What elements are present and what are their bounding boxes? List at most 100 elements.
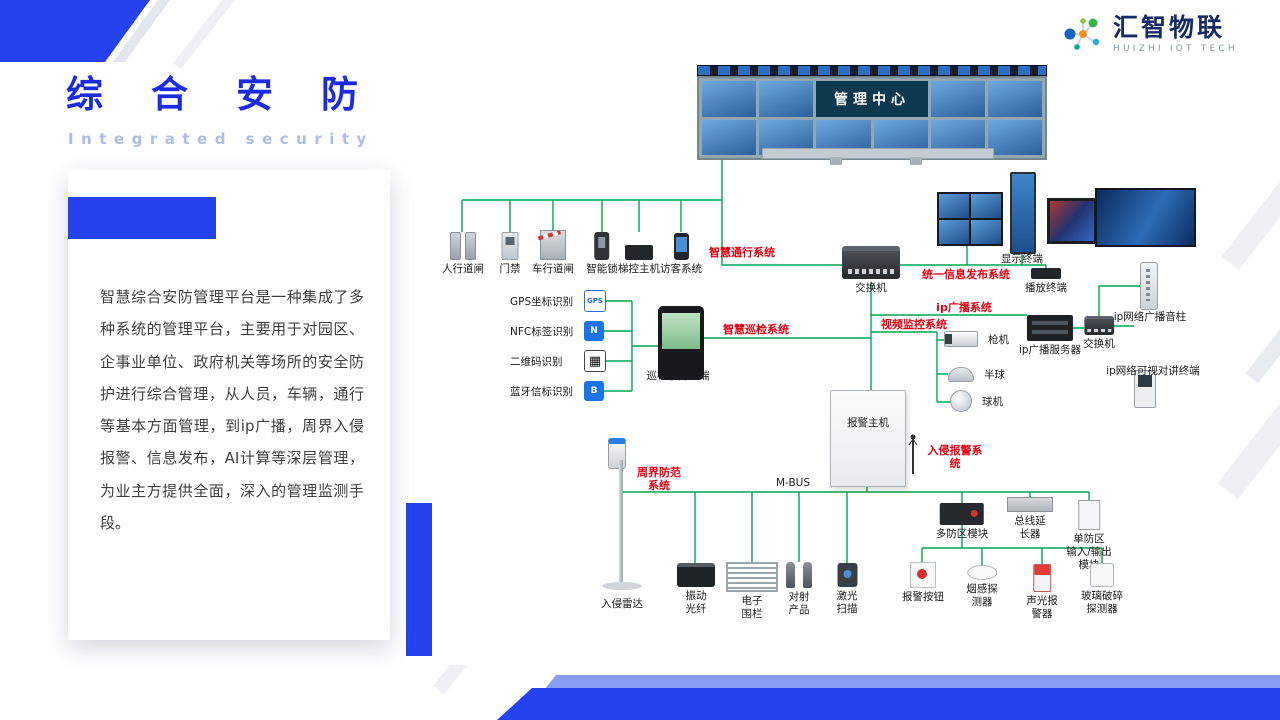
page-title: 综合安防 xyxy=(66,73,406,116)
videowall-leg xyxy=(830,157,842,165)
logo: 汇智物联 HUIZHI IOT TECH xyxy=(1062,13,1238,55)
logo-text: 汇智物联 HUIZHI IOT TECH xyxy=(1113,14,1238,55)
device-sounder: 声光报 警器 xyxy=(1026,564,1058,621)
smoke-detector-icon xyxy=(967,565,997,580)
device-pedestrian-gate: 人行道闸 xyxy=(442,230,484,276)
device-single-zone-module: 单防区 输入/输出 模块 xyxy=(1066,500,1112,572)
device-label: 二维码识别 xyxy=(510,355,563,368)
device-label: 多防区模块 xyxy=(935,528,989,540)
device-elevator-host: 梯控主机 xyxy=(618,230,660,276)
laser-scanner-icon xyxy=(837,563,857,587)
intro-card: 智慧综合安防管理平台是一种集成了多种系统的管理平台，主要用于对园区、企事业单位、… xyxy=(68,170,390,640)
page-subtitle: Integrated security xyxy=(68,130,374,148)
device-glass-break-detector: 玻璃破碎 探测器 xyxy=(1081,563,1123,616)
device-play-terminal: 播放终端 xyxy=(1025,268,1067,295)
antenna-icon xyxy=(908,434,918,474)
device-label: 报警按钮 xyxy=(902,591,944,603)
bus-extender-icon xyxy=(1007,497,1053,512)
mbus-label: M-BUS xyxy=(775,477,811,489)
device-broadcast-server: ip广播服务器 xyxy=(1019,315,1081,357)
id-method-qr: 二维码识别 ▦ xyxy=(510,350,606,372)
radar-head-icon xyxy=(608,438,626,469)
device-label: ip网络可视对讲终端 xyxy=(1106,365,1200,377)
security-system-diagram: 管理中心 人行道闸 门禁 车行道闸 xyxy=(432,60,1212,665)
videowall-screen xyxy=(759,81,814,117)
beam-detector-icon xyxy=(786,562,812,588)
videowall-leg xyxy=(910,157,922,165)
display-videowall xyxy=(937,192,1003,246)
device-label: 烟感探 测器 xyxy=(966,583,998,609)
device-label: 电子 围栏 xyxy=(741,595,763,621)
alarm-host: 报警主机 xyxy=(830,390,906,487)
videowall-stand xyxy=(762,148,994,159)
qr-code-icon: ▦ xyxy=(584,350,606,372)
elevator-host-icon xyxy=(625,244,653,260)
system-label-publish: 统一信息发布系统 xyxy=(922,268,1010,281)
device-label: 巡检手持终端 xyxy=(646,370,710,382)
bg-stripe xyxy=(172,0,268,70)
device-label: ip广播服务器 xyxy=(1018,344,1082,356)
left-blue-bar xyxy=(406,503,432,656)
system-label-access: 智慧通行系统 xyxy=(709,246,775,259)
device-smart-lock: 智能锁 xyxy=(586,230,618,276)
logo-name: 汇智物联 xyxy=(1113,12,1226,42)
bluetooth-icon: B xyxy=(584,381,604,401)
bg-stripe xyxy=(1221,51,1280,271)
device-label: 梯控主机 xyxy=(618,262,660,275)
led-strip xyxy=(697,65,1047,76)
device-vehicle-gate: 车行道闸 xyxy=(532,230,574,276)
alarm-host-label: 报警主机 xyxy=(847,417,889,429)
device-small-switch: 交换机 xyxy=(1083,316,1115,351)
device-label: 单防区 输入/输出 模块 xyxy=(1066,533,1112,572)
dome-camera-icon xyxy=(948,367,974,382)
device-vibration-fiber: 振动 光纤 xyxy=(677,563,715,616)
system-label-video: 视频监控系统 xyxy=(881,318,947,331)
device-bullet-camera: 枪机 xyxy=(944,331,1009,347)
connection-lines xyxy=(461,160,1140,565)
vehicle-gate-icon xyxy=(540,230,566,260)
id-method-gps: GPS坐标识别 GPS xyxy=(510,290,606,312)
radar-pole xyxy=(619,460,623,582)
management-center-screen: 管理中心 xyxy=(816,81,928,117)
tv-screen-small xyxy=(1047,198,1097,244)
digital-signage xyxy=(1010,172,1036,254)
device-main-switch: 交换机 xyxy=(842,246,900,295)
device-label: 门禁 xyxy=(499,262,521,275)
logo-tagline: HUIZHI IOT TECH xyxy=(1113,44,1238,55)
device-label: 人行道闸 xyxy=(442,262,484,275)
electric-fence-icon xyxy=(726,562,778,592)
video-intercom-icon xyxy=(1134,370,1156,408)
id-method-bluetooth: 蓝牙信标识别 B xyxy=(510,381,604,401)
device-label: 总线延 长器 xyxy=(1014,515,1046,541)
pedestrian-gate-icon xyxy=(450,231,476,260)
system-label-broadcast: ip广播系统 xyxy=(936,301,992,314)
management-center-videowall: 管理中心 xyxy=(697,65,1047,160)
videowall-screen xyxy=(987,119,1042,155)
device-label: 玻璃破碎 探测器 xyxy=(1081,590,1123,616)
device-label: 激光 扫描 xyxy=(836,590,858,616)
device-label: 智能锁 xyxy=(586,262,618,275)
ptz-camera-icon xyxy=(950,390,972,412)
device-label: 对射 产品 xyxy=(788,591,810,617)
device-label: 振动 光纤 xyxy=(685,590,707,616)
device-label: GPS坐标识别 xyxy=(510,295,574,308)
handheld-terminal-icon xyxy=(658,306,704,380)
device-label: 蓝牙信标识别 xyxy=(510,385,573,398)
access-control-icon xyxy=(501,231,519,260)
device-label: NFC标签识别 xyxy=(510,325,574,338)
videowall-screen xyxy=(702,119,757,155)
gps-icon: GPS xyxy=(584,290,606,312)
device-beam-detector: 对射 产品 xyxy=(786,562,812,617)
alarm-button-icon xyxy=(910,562,936,588)
broadcast-server-icon xyxy=(1027,315,1073,341)
device-label: 播放终端 xyxy=(1025,282,1067,294)
device-bus-extender: 总线延 长器 xyxy=(1007,497,1053,541)
device-access-control: 门禁 xyxy=(500,230,521,276)
device-label: 枪机 xyxy=(988,333,1009,346)
play-terminal-icon xyxy=(1031,268,1061,279)
device-alarm-button: 报警按钮 xyxy=(902,562,944,604)
vibration-fiber-icon xyxy=(677,563,715,587)
device-label: 访客系统 xyxy=(660,262,702,275)
device-ptz-camera: 球机 xyxy=(950,390,1003,412)
